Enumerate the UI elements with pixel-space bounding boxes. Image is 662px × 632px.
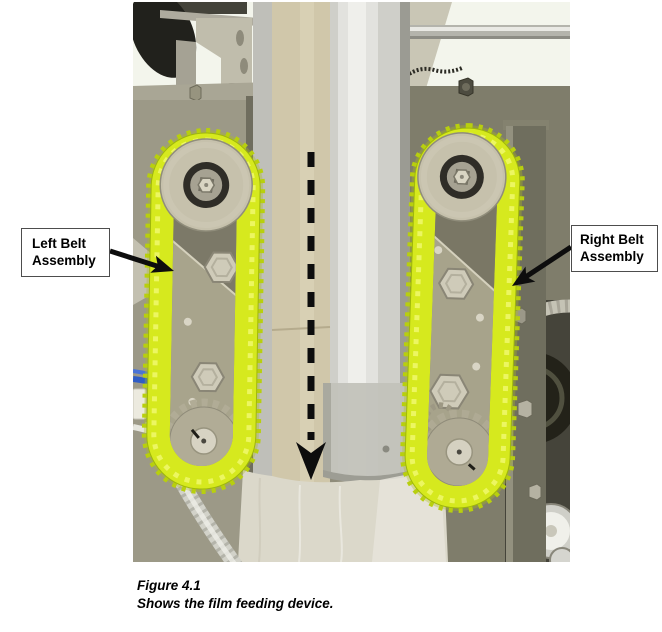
- left-belt-label-line1: Left Belt: [32, 236, 86, 251]
- figure-caption-title: Figure 4.1: [137, 578, 201, 593]
- left-belt-label-line2: Assembly: [32, 253, 96, 268]
- left-callout-arrow: [109, 248, 174, 273]
- right-hex-bolt-lower: [429, 373, 470, 410]
- left-hex-bolt-upper: [203, 251, 238, 284]
- right-belt-label-line1: Right Belt: [580, 232, 644, 247]
- right-hex-bolt-upper: [437, 267, 475, 300]
- left-hex-bolt-lower: [190, 362, 225, 393]
- film-direction-arrow: [296, 152, 326, 480]
- left-mount-plate: [169, 231, 238, 467]
- right-pulley: [417, 132, 507, 222]
- right-belt-assembly: [400, 123, 525, 513]
- forming-collar: [323, 383, 412, 477]
- corrugated-hose-right: [485, 299, 570, 370]
- photo-scene: [133, 2, 570, 562]
- left-pulley: [159, 138, 253, 232]
- top-machinery-right: [404, 2, 570, 95]
- right-belt-label: Right Belt Assembly: [571, 225, 658, 272]
- figure-caption: Figure 4.1 Shows the film feeding device…: [137, 577, 334, 612]
- right-mount-plate: [426, 230, 499, 487]
- figure-caption-text: Shows the film feeding device.: [137, 595, 334, 611]
- left-belt-assembly: [141, 128, 266, 494]
- coiled-cable: [404, 66, 463, 78]
- top-machinery: [133, 2, 258, 100]
- right-belt-label-line2: Assembly: [580, 249, 644, 264]
- right-callout-arrow: [512, 244, 573, 286]
- left-belt-label: Left Belt Assembly: [21, 228, 110, 277]
